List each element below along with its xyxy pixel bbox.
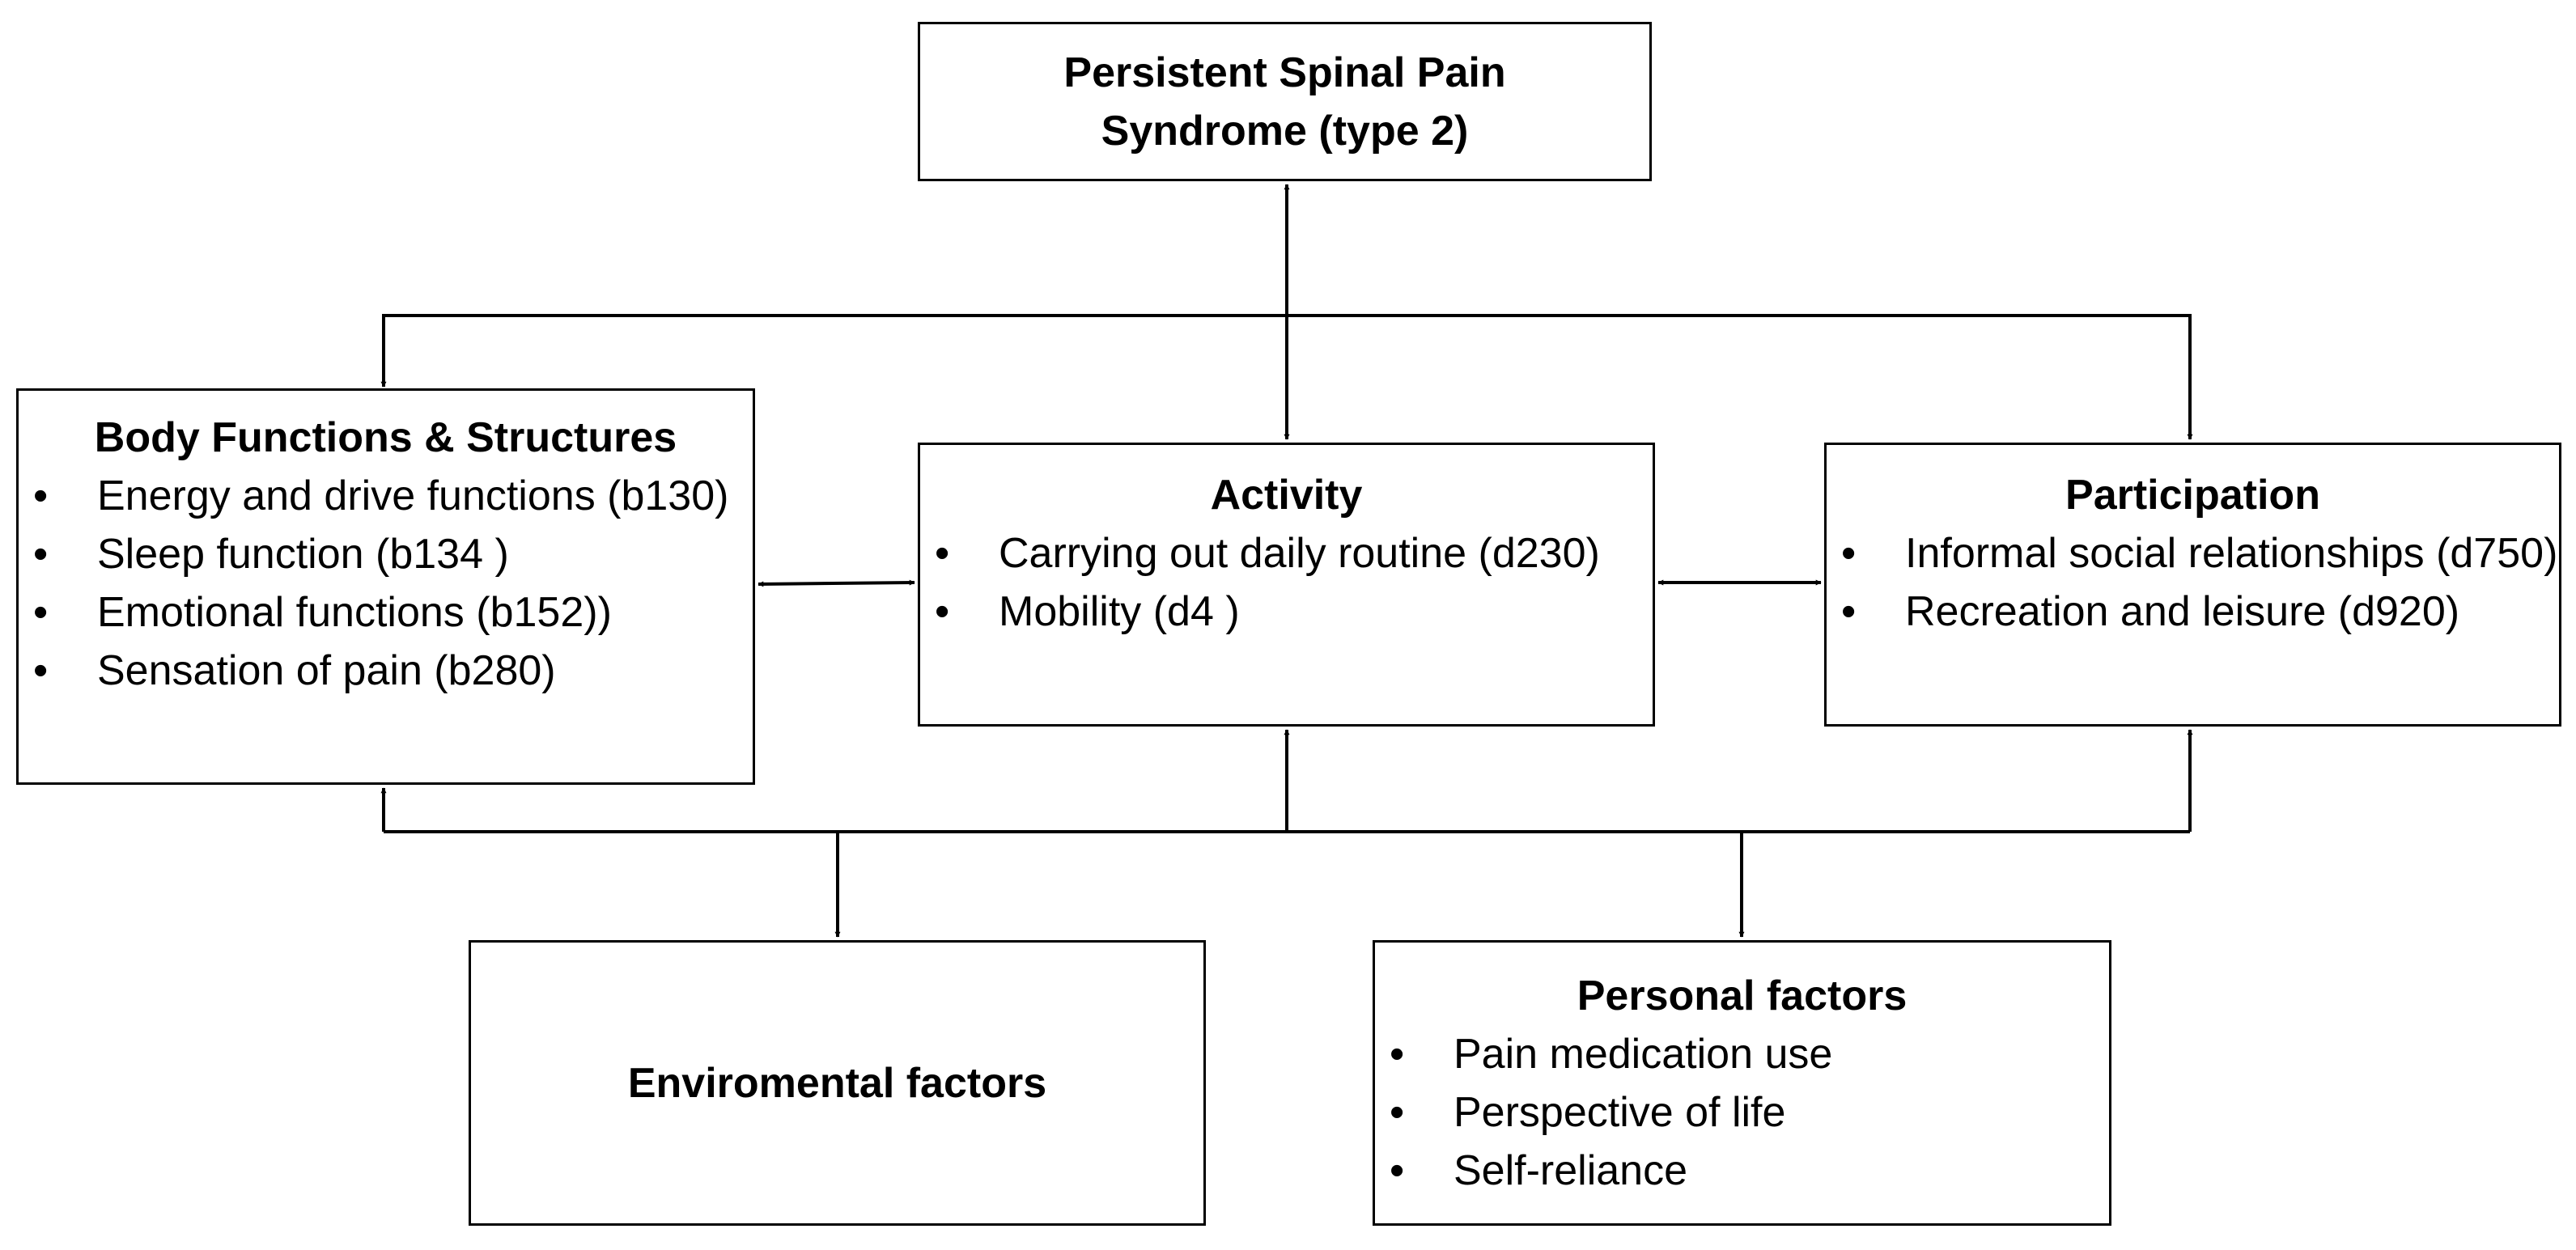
connector-top-bus	[380, 314, 2193, 440]
ppss-box: Persistent Spinal Pain Syndrome (type 2)	[918, 22, 1652, 181]
body-functions-list: Energy and drive functions (b130) Sleep …	[19, 467, 753, 700]
personal-factors-box: Personal factors Pain medication use Per…	[1373, 940, 2111, 1226]
list-item: Pain medication use	[1375, 1025, 2109, 1083]
list-item: Sleep function (b134 )	[19, 525, 753, 583]
ppss-title-line1: Persistent Spinal Pain	[1063, 49, 1506, 96]
participation-box: Participation Informal social relationsh…	[1824, 443, 2561, 727]
activity-box: Activity Carrying out daily routine (d23…	[918, 443, 1655, 727]
activity-title: Activity	[1210, 472, 1363, 519]
list-item: Energy and drive functions (b130)	[19, 467, 753, 525]
body-functions-box: Body Functions & Structures Energy and d…	[16, 388, 755, 785]
environmental-factors-title: Enviromental factors	[627, 1059, 1047, 1107]
body-functions-title: Body Functions & Structures	[94, 414, 677, 461]
participation-list: Informal social relationships (d750) Rec…	[1827, 524, 2559, 641]
personal-factors-title: Personal factors	[1577, 972, 1908, 1019]
list-item: Sensation of pain (b280)	[19, 642, 753, 700]
list-item: Mobility (d4 )	[920, 583, 1653, 641]
list-item: Perspective of life	[1375, 1083, 2109, 1142]
ppss-title: Persistent Spinal Pain Syndrome (type 2)	[1063, 44, 1505, 160]
list-item: Recreation and leisure (d920)	[1827, 583, 2559, 641]
participation-title: Participation	[2065, 472, 2320, 519]
ppss-title-line2: Syndrome (type 2)	[1101, 107, 1469, 155]
list-item: Emotional functions (b152))	[19, 583, 753, 642]
personal-factors-list: Pain medication use Perspective of life …	[1375, 1025, 2109, 1200]
list-item: Informal social relationships (d750)	[1827, 524, 2559, 583]
environmental-factors-box: Enviromental factors	[469, 940, 1206, 1226]
connector-body-activity	[758, 579, 915, 587]
activity-list: Carrying out daily routine (d230) Mobili…	[920, 524, 1653, 641]
list-item: Self-reliance	[1375, 1142, 2109, 1200]
list-item: Carrying out daily routine (d230)	[920, 524, 1653, 583]
